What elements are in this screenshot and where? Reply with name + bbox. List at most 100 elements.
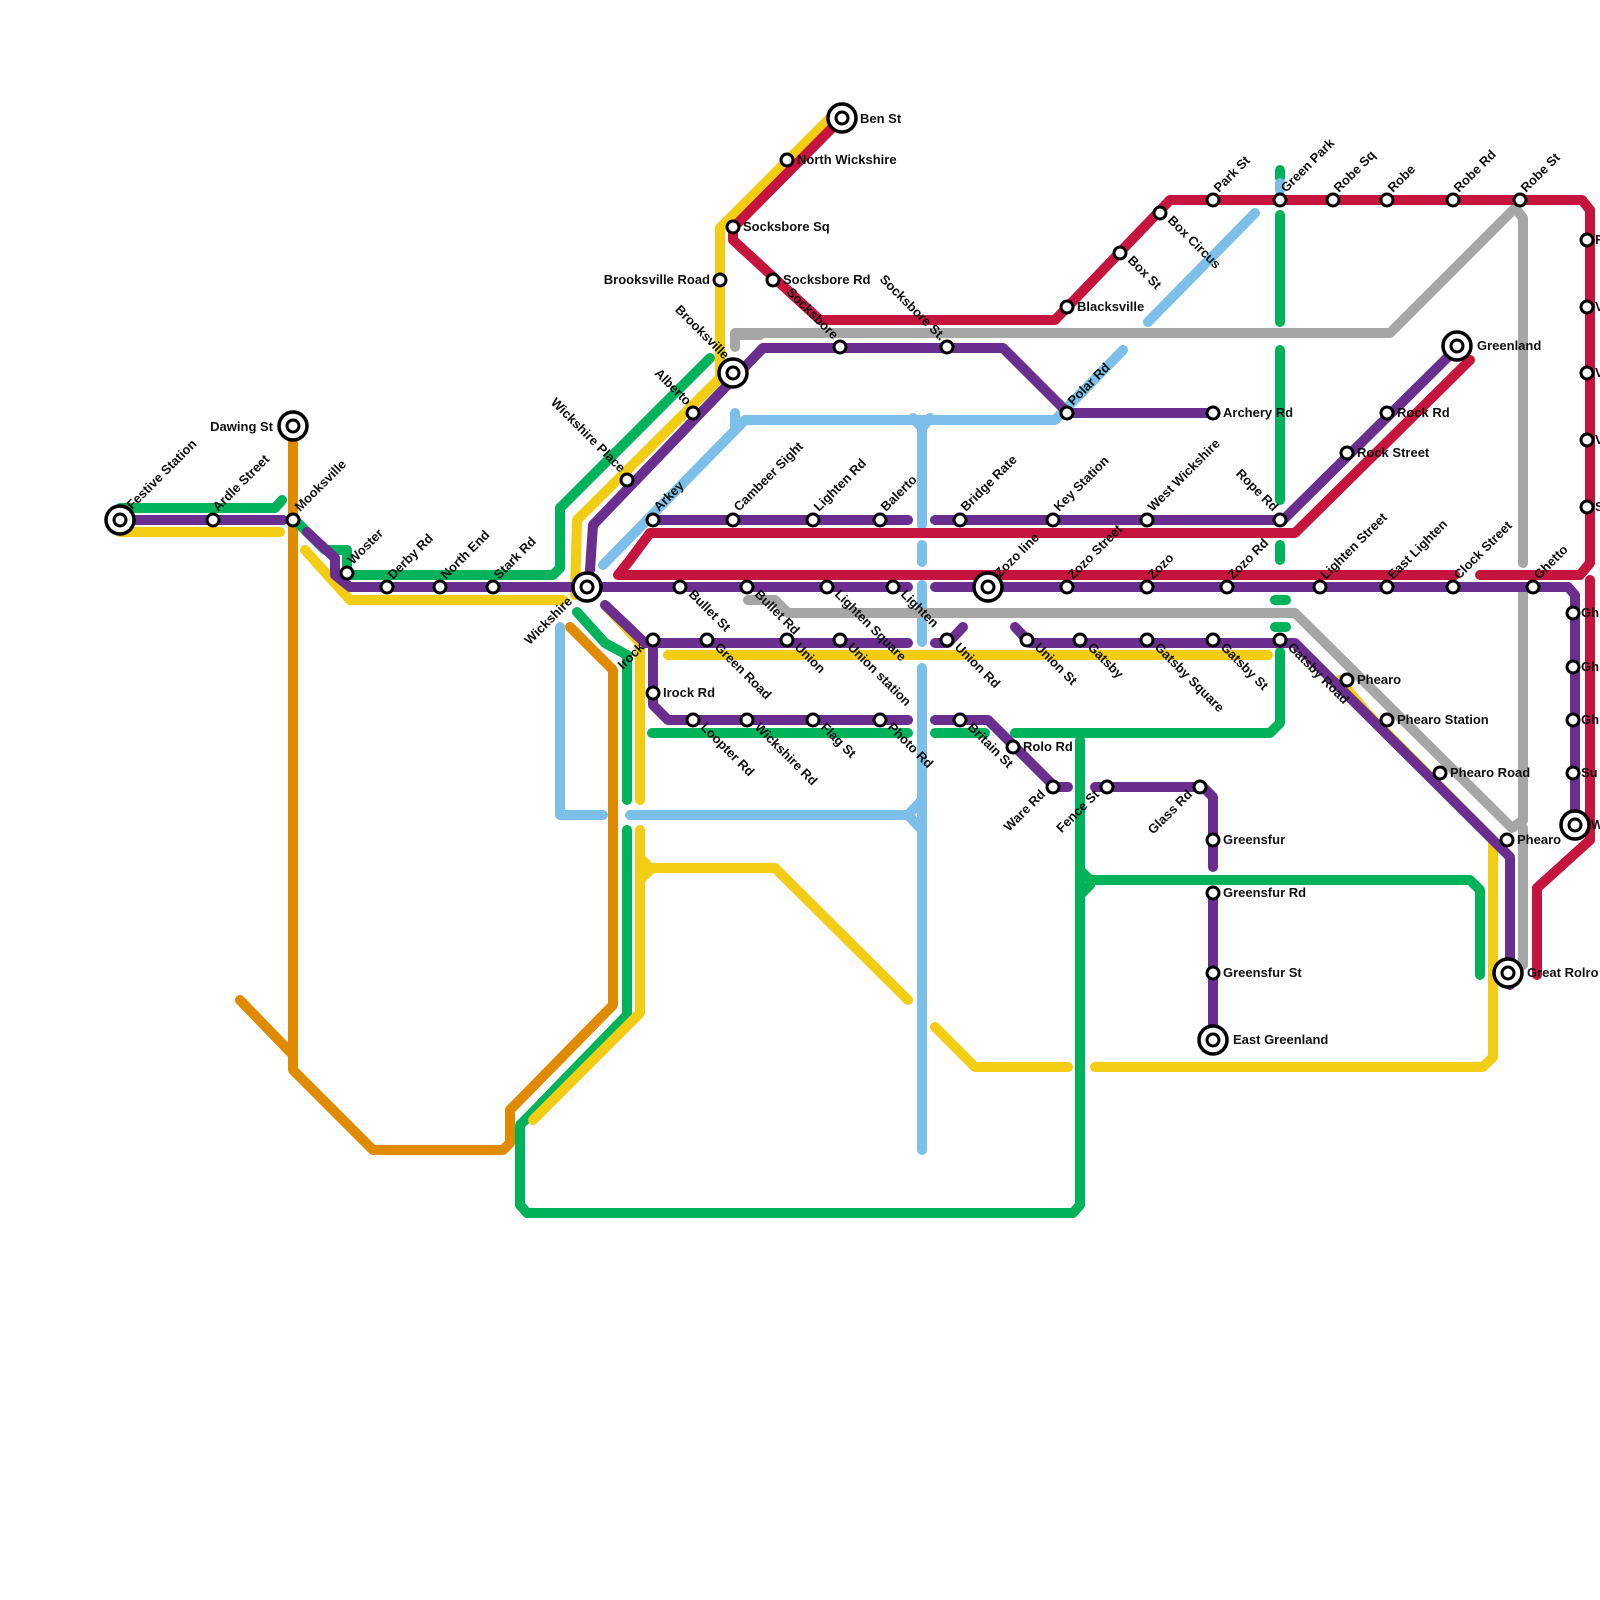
station-north-end[interactable] bbox=[434, 581, 446, 593]
station-gatsby-road[interactable] bbox=[1274, 634, 1286, 646]
station-mooksville[interactable] bbox=[287, 514, 299, 526]
zozo-line-interchange[interactable] bbox=[974, 573, 1002, 601]
station-robe-st[interactable] bbox=[1514, 194, 1526, 206]
station-box-circus[interactable] bbox=[1154, 207, 1166, 219]
station-edge-5[interactable] bbox=[1581, 501, 1593, 513]
brooksville-interchange[interactable] bbox=[719, 359, 747, 387]
label-rock-street: Rock Street bbox=[1357, 445, 1430, 460]
label-great-rolro: Great Rolro bbox=[1527, 965, 1599, 980]
station-green-road[interactable] bbox=[701, 634, 713, 646]
greenland-interchange[interactable] bbox=[1443, 332, 1471, 360]
label-greensfur-st: Greensfur St bbox=[1223, 965, 1302, 980]
station-alberto[interactable] bbox=[687, 407, 699, 419]
station-edge-9[interactable] bbox=[1567, 767, 1579, 779]
wickshire-interchange[interactable] bbox=[573, 573, 601, 601]
station-rock-street[interactable] bbox=[1341, 447, 1353, 459]
station-edge-1[interactable] bbox=[1581, 234, 1593, 246]
station-socksbore[interactable] bbox=[834, 341, 846, 353]
station-union-st[interactable] bbox=[1021, 634, 1033, 646]
label-bullet-st: Bullet St bbox=[686, 587, 734, 635]
station-wickshire-place[interactable] bbox=[621, 474, 633, 486]
station-archery-rd[interactable] bbox=[1207, 407, 1219, 419]
station-north-wickshire[interactable] bbox=[781, 154, 793, 166]
station-lighten-street[interactable] bbox=[1314, 581, 1326, 593]
dawing-st-interchange[interactable] bbox=[279, 412, 307, 440]
station-derby-rd[interactable] bbox=[381, 581, 393, 593]
station-brooksville-road[interactable] bbox=[714, 274, 726, 286]
ben-st-interchange[interactable] bbox=[828, 104, 856, 132]
station-west-wickshire[interactable] bbox=[1141, 514, 1153, 526]
station-stark-rd[interactable] bbox=[487, 581, 499, 593]
station-east-lighten[interactable] bbox=[1381, 581, 1393, 593]
east-greenland-interchange[interactable] bbox=[1199, 1026, 1227, 1054]
station-ware-rd[interactable] bbox=[1047, 781, 1059, 793]
station-rolo-rd[interactable] bbox=[1007, 741, 1019, 753]
station-gatsby[interactable] bbox=[1074, 634, 1086, 646]
station-robe[interactable] bbox=[1381, 194, 1393, 206]
station-edge-4[interactable] bbox=[1581, 434, 1593, 446]
station-ardle-street[interactable] bbox=[207, 514, 219, 526]
station-park-st[interactable] bbox=[1207, 194, 1219, 206]
station-zozo-rd[interactable] bbox=[1221, 581, 1233, 593]
station-britain-st[interactable] bbox=[954, 714, 966, 726]
station-box-st[interactable] bbox=[1114, 247, 1126, 259]
station-wickshire-rd[interactable] bbox=[741, 714, 753, 726]
station-edge-2[interactable] bbox=[1581, 301, 1593, 313]
station-cambeer-sight[interactable] bbox=[727, 514, 739, 526]
station-phearo-station[interactable] bbox=[1381, 714, 1393, 726]
station-union-station[interactable] bbox=[834, 634, 846, 646]
station-edge-7[interactable] bbox=[1567, 661, 1579, 673]
station-arkey[interactable] bbox=[647, 514, 659, 526]
station-balerto[interactable] bbox=[874, 514, 886, 526]
station-phearo-2[interactable] bbox=[1501, 834, 1513, 846]
station-greensfur-rd[interactable] bbox=[1207, 887, 1219, 899]
station-robe-rd[interactable] bbox=[1447, 194, 1459, 206]
station-lighten-rd[interactable] bbox=[807, 514, 819, 526]
station-loopter-rd[interactable] bbox=[687, 714, 699, 726]
station-robe-sq[interactable] bbox=[1327, 194, 1339, 206]
great-rolro-interchange[interactable] bbox=[1494, 959, 1522, 987]
station-irock-rd[interactable] bbox=[647, 687, 659, 699]
station-clock-street[interactable] bbox=[1447, 581, 1459, 593]
orange-line-segment bbox=[240, 1000, 293, 1055]
station-woster[interactable] bbox=[341, 567, 353, 579]
station-flag-st[interactable] bbox=[807, 714, 819, 726]
station-phearo-road[interactable] bbox=[1434, 767, 1446, 779]
station-phearo[interactable] bbox=[1341, 674, 1353, 686]
label-robe-sq: Robe Sq bbox=[1331, 147, 1379, 195]
station-polar-rd[interactable] bbox=[1061, 407, 1073, 419]
station-edge-6[interactable] bbox=[1567, 607, 1579, 619]
edge-interchange[interactable] bbox=[1561, 811, 1589, 839]
station-photo-rd[interactable] bbox=[874, 714, 886, 726]
festive-station-interchange[interactable] bbox=[106, 506, 134, 534]
station-gatsby-st[interactable] bbox=[1207, 634, 1219, 646]
station-lighten[interactable] bbox=[887, 581, 899, 593]
station-edge-8[interactable] bbox=[1567, 714, 1579, 726]
station-glass-rd[interactable] bbox=[1194, 781, 1206, 793]
label-edge-3: V bbox=[1595, 365, 1600, 380]
station-key-station[interactable] bbox=[1047, 514, 1059, 526]
station-union-rd[interactable] bbox=[941, 634, 953, 646]
station-rock-rd[interactable] bbox=[1381, 407, 1393, 419]
station-irock[interactable] bbox=[647, 634, 659, 646]
label-bridge-rate: Bridge Rate bbox=[958, 452, 1020, 514]
station-zozo-street[interactable] bbox=[1061, 581, 1073, 593]
station-ghetto[interactable] bbox=[1527, 581, 1539, 593]
station-edge-3[interactable] bbox=[1581, 367, 1593, 379]
station-gatsby-square[interactable] bbox=[1141, 634, 1153, 646]
label-archery-rd: Archery Rd bbox=[1223, 405, 1293, 420]
station-zozo[interactable] bbox=[1141, 581, 1153, 593]
station-green-park[interactable] bbox=[1274, 194, 1286, 206]
station-bullet-st[interactable] bbox=[674, 581, 686, 593]
station-socksbore-st[interactable] bbox=[941, 341, 953, 353]
station-bullet-rd[interactable] bbox=[741, 581, 753, 593]
station-greensfur[interactable] bbox=[1207, 834, 1219, 846]
station-blacksville[interactable] bbox=[1061, 301, 1073, 313]
station-fence-st[interactable] bbox=[1101, 781, 1113, 793]
station-greensfur-st[interactable] bbox=[1207, 967, 1219, 979]
station-rope-rd[interactable] bbox=[1274, 514, 1286, 526]
station-socksbore-rd[interactable] bbox=[767, 274, 779, 286]
station-bridge-rate[interactable] bbox=[954, 514, 966, 526]
station-lighten-square[interactable] bbox=[821, 581, 833, 593]
station-socksbore-sq[interactable] bbox=[727, 221, 739, 233]
